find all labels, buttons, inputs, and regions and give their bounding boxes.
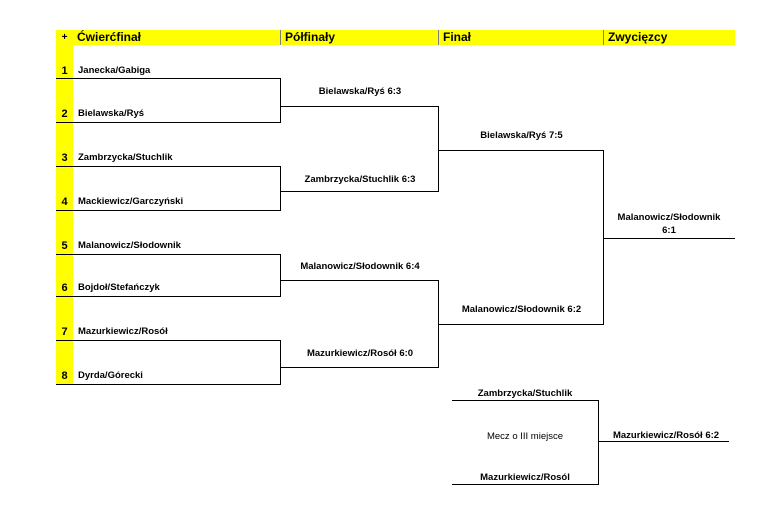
semifinal-line	[280, 106, 439, 107]
semifinal-result: Malanowicz/Słodownik 6:4	[300, 261, 420, 272]
final-result: Malanowicz/Słodownik 6:2	[461, 304, 582, 315]
semifinal-line	[280, 191, 439, 192]
seed-number: 4	[61, 196, 68, 208]
bracket-connector	[598, 400, 599, 485]
semifinal-result: Bielawska/Ryś 6:3	[318, 86, 402, 97]
final-line	[438, 324, 604, 325]
semifinal-result: Mazurkiewicz/Rosół 6:0	[306, 348, 414, 359]
third-place-line-bottom	[452, 484, 599, 485]
final-result: Bielawska/Ryś 7:5	[480, 130, 563, 141]
team-quarterfinal: Bojdoł/Stefańczyk	[78, 282, 160, 293]
semifinal-result: Zambrzycka/Stuchlik 6:3	[304, 174, 416, 185]
third-place-line-top	[452, 400, 599, 401]
team-quarterfinal: Mazurkiewicz/Rosół	[78, 326, 168, 337]
third-place-result-line	[598, 441, 729, 442]
bracket-connector	[280, 340, 281, 385]
third-place-team-top: Zambrzycka/Stuchlik	[477, 388, 573, 399]
header-corner: +	[56, 30, 73, 45]
third-place-label: Mecz o III miejsce	[486, 431, 564, 442]
slot-underline	[56, 296, 281, 297]
slot-underline	[56, 254, 281, 255]
third-place-result: Mazurkiewicz/Rosół 6:2	[612, 430, 720, 441]
bracket-connector	[280, 166, 281, 211]
bracket-connector	[438, 106, 439, 192]
header-final: Finał	[438, 30, 603, 45]
seed-number: 7	[61, 326, 68, 338]
final-line	[438, 150, 604, 151]
seed-number: 2	[61, 108, 68, 120]
slot-underline	[56, 78, 281, 79]
seed-column	[56, 45, 73, 385]
seed-number: 3	[61, 152, 68, 164]
winner-line	[603, 238, 735, 239]
seed-number: 5	[61, 240, 68, 252]
winner-score: 6:1	[662, 225, 676, 236]
seed-number: 1	[61, 65, 68, 77]
slot-underline	[56, 122, 281, 123]
seed-number: 6	[61, 282, 68, 294]
third-place-team-bottom: Mazurkiewicz/Rosól	[480, 472, 570, 483]
team-quarterfinal: Mackiewicz/Garczyński	[78, 196, 184, 207]
header-semifinal: Półfinały	[280, 30, 438, 45]
slot-underline	[56, 340, 281, 341]
team-quarterfinal: Malanowicz/Słodownik	[78, 240, 181, 251]
team-quarterfinal: Dyrda/Górecki	[78, 370, 143, 381]
team-quarterfinal: Zambrzycka/Stuchlik	[78, 152, 173, 163]
bracket-connector	[280, 254, 281, 297]
bracket-connector	[603, 150, 604, 325]
team-quarterfinal: Janecka/Gabiga	[78, 65, 151, 76]
slot-underline	[56, 210, 281, 211]
bracket-connector	[280, 78, 281, 123]
slot-underline	[56, 166, 281, 167]
header-winner: Zwycięzcy	[603, 30, 735, 45]
semifinal-line	[280, 280, 439, 281]
winner-team: Malanowicz/Słodownik	[617, 212, 721, 223]
seed-number: 8	[61, 370, 68, 382]
slot-underline	[56, 384, 281, 385]
header-quarterfinal: Ćwierćfinał	[73, 30, 280, 45]
team-quarterfinal: Bielawska/Ryś	[78, 108, 145, 119]
semifinal-line	[280, 367, 439, 368]
